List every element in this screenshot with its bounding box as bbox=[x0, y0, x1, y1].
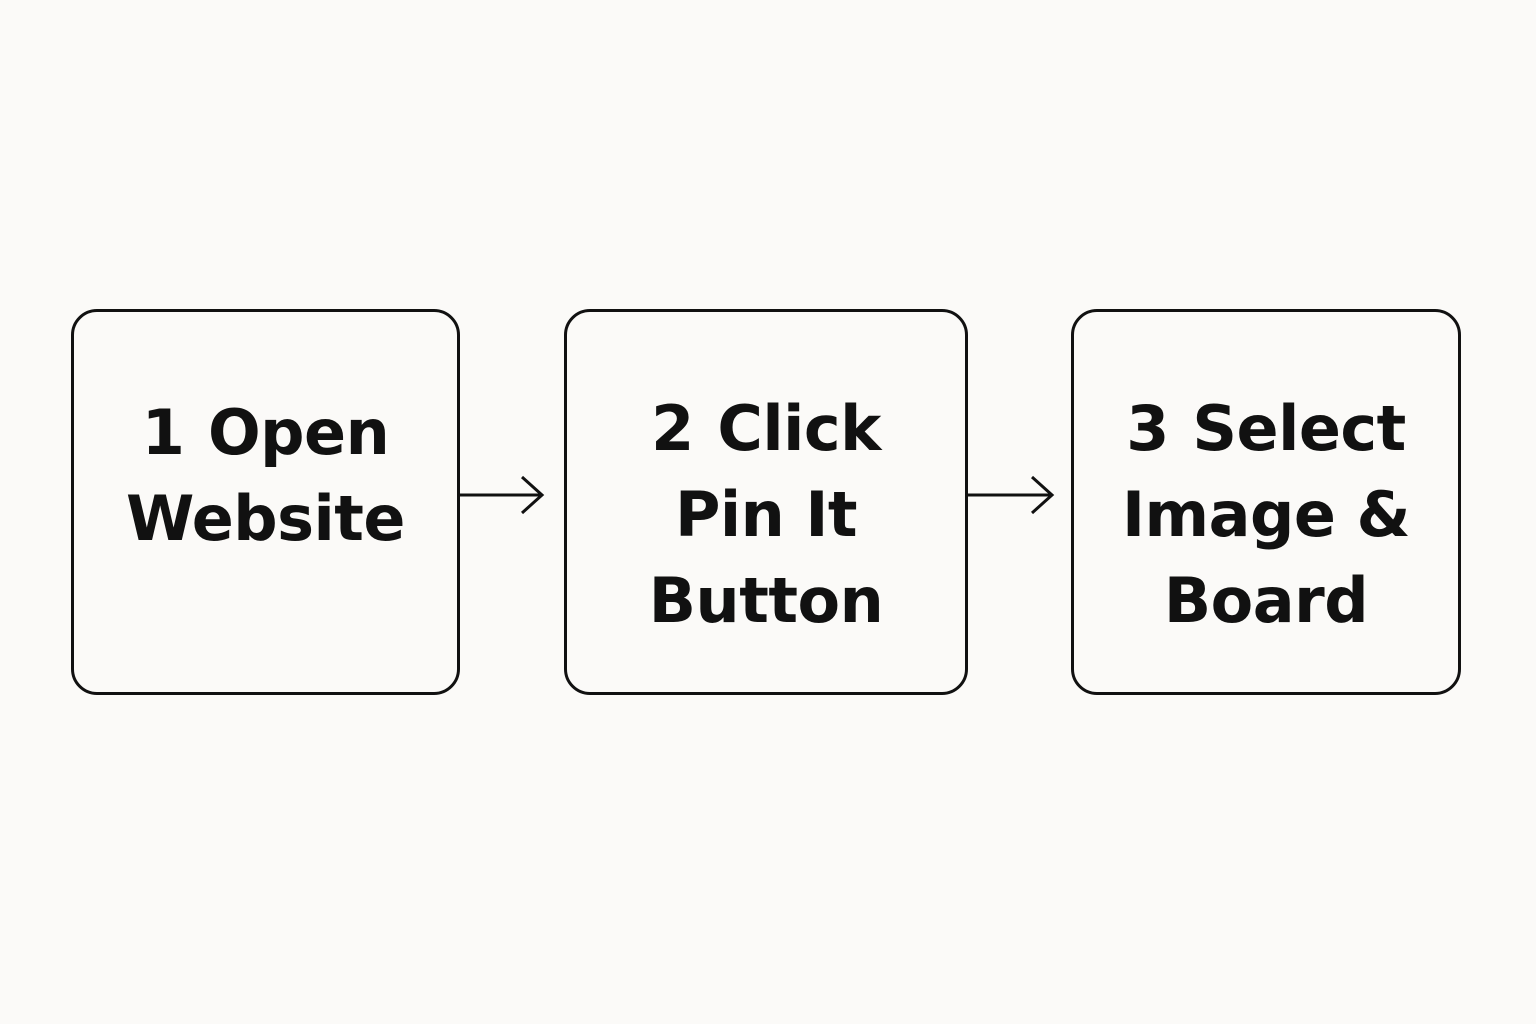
step-label: 2 Click Pin It Button bbox=[567, 386, 965, 644]
step-title-line: 2 Click bbox=[567, 386, 965, 472]
step-title-line: 3 Select bbox=[1074, 386, 1458, 472]
step-number: 2 bbox=[651, 392, 694, 465]
arrow-right-icon bbox=[460, 475, 564, 515]
arrow-right-icon-graphic bbox=[968, 475, 1055, 515]
step-title-line: Website bbox=[126, 482, 405, 555]
step-number: 3 bbox=[1126, 392, 1169, 465]
step-title-line: Button bbox=[648, 564, 884, 637]
step-box-open-website: 1 Open Website bbox=[71, 309, 460, 695]
step-title-line: Pin It bbox=[674, 478, 858, 551]
step-box-select-image-board: 3 Select Image & Board bbox=[1071, 309, 1461, 695]
step-label: 3 Select Image & Board bbox=[1074, 386, 1458, 644]
step-title-line: 1 Open bbox=[74, 390, 457, 476]
step-title: Select bbox=[1192, 392, 1406, 465]
step-title: Click bbox=[717, 392, 881, 465]
step-title-line: Image & bbox=[1121, 478, 1411, 551]
step-box-click-pin-it-button: 2 Click Pin It Button bbox=[564, 309, 968, 695]
step-number: 1 bbox=[141, 396, 185, 469]
step-title-line: Board bbox=[1163, 564, 1369, 637]
step-label: 1 Open Website bbox=[74, 390, 457, 562]
arrow-right-icon bbox=[968, 475, 1071, 515]
step-title: Open bbox=[207, 396, 390, 469]
arrow-right-icon-graphic bbox=[460, 475, 545, 515]
